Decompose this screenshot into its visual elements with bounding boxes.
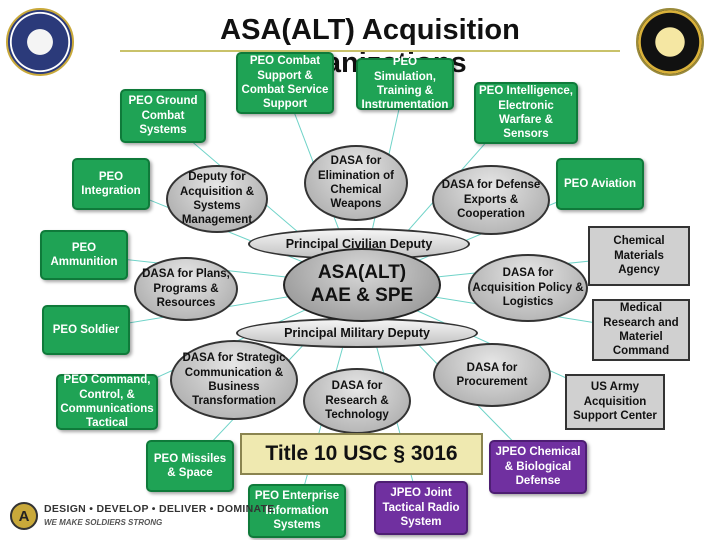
- asa-alt-aae-spe-node: ASA(ALT) AAE & SPE: [283, 248, 441, 322]
- dasa-node-strategic: DASA for Strategic Communication & Busin…: [170, 340, 298, 420]
- dasa-node-dasm: Deputy for Acquisition & Systems Managem…: [166, 165, 268, 233]
- agency-box-cma: Chemical Materials Agency: [588, 226, 690, 286]
- footer-tagline: DESIGN • DEVELOP • DELIVER • DOMINATE: [44, 503, 275, 515]
- peo-box-stri: PEO Simulation, Training & Instrumentati…: [356, 56, 454, 111]
- center-line-2: AAE & SPE: [310, 285, 414, 306]
- jpeo-box-jtrs: JPEO Joint Tactical Radio System: [374, 481, 468, 535]
- peo-box-c3t: PEO Command, Control, & Communications T…: [56, 374, 158, 430]
- dasa-node-plans: DASA for Plans, Programs & Resources: [134, 257, 238, 321]
- peo-box-iews: PEO Intelligence, Electronic Warfare & S…: [474, 82, 578, 144]
- dasa-node-research: DASA for Research & Technology: [303, 368, 411, 434]
- peo-box-gcs: PEO Ground Combat Systems: [120, 89, 206, 143]
- agency-box-mrmc: Medical Research and Materiel Command: [592, 299, 690, 361]
- peo-box-aviation: PEO Aviation: [556, 158, 644, 210]
- army-a-logo-icon: A: [10, 502, 38, 530]
- principal-military-deputy: Principal Military Deputy: [236, 318, 478, 348]
- dasa-node-exports: DASA for Defense Exports & Cooperation: [432, 165, 550, 235]
- dasa-node-policy: DASA for Acquisition Policy & Logistics: [468, 254, 588, 322]
- peo-box-missiles: PEO Missiles & Space: [146, 440, 234, 492]
- peo-box-integration: PEO Integration: [72, 158, 150, 210]
- footer-subline: WE MAKE SOLDIERS STRONG: [44, 518, 163, 527]
- dasa-node-chem-demil: DASA for Elimination of Chemical Weapons: [304, 145, 408, 221]
- jpeo-box-cbd: JPEO Chemical & Biological Defense: [489, 440, 587, 494]
- center-line-1: ASA(ALT): [317, 262, 407, 284]
- peo-box-ammunition: PEO Ammunition: [40, 230, 128, 280]
- peo-box-soldier: PEO Soldier: [42, 305, 130, 355]
- peo-box-cs-css: PEO Combat Support & Combat Service Supp…: [236, 52, 334, 114]
- agency-box-asc: US Army Acquisition Support Center: [565, 374, 665, 430]
- statute-banner: Title 10 USC § 3016: [240, 433, 483, 475]
- asa-alt-seal-icon: [6, 8, 74, 76]
- peo-box-eis: PEO Enterprise Information Systems: [248, 484, 346, 538]
- title-underline: [120, 50, 620, 52]
- dasa-node-procurement: DASA for Procurement: [433, 343, 551, 407]
- acquisition-corps-seal-icon: [636, 8, 704, 76]
